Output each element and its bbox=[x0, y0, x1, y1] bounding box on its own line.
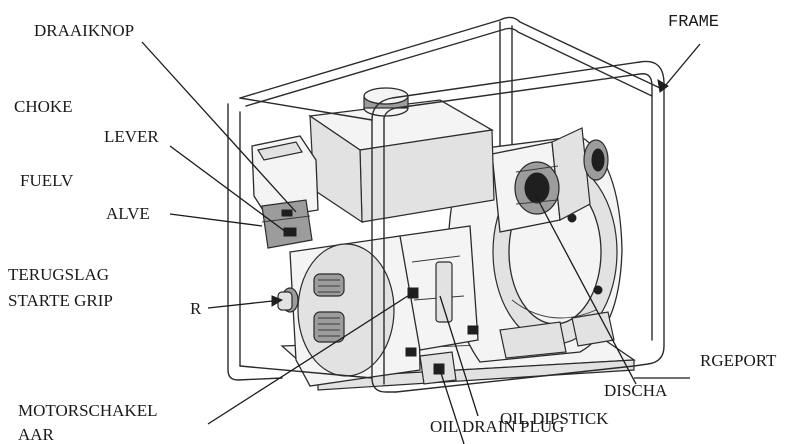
label-starte-grip: STARTE GRIP bbox=[8, 291, 113, 310]
label-fuelv: FUELV bbox=[20, 171, 74, 190]
leader-lever bbox=[169, 145, 287, 233]
leader-oil-drain bbox=[439, 369, 465, 444]
leader-draaiknop bbox=[141, 41, 297, 213]
label-choke: CHOKE bbox=[14, 97, 73, 116]
label-alve: ALVE bbox=[106, 204, 150, 223]
frame-front bbox=[239, 60, 665, 393]
label-aar: AAR bbox=[18, 425, 55, 444]
engine-body bbox=[251, 87, 495, 387]
label-lever: LEVER bbox=[104, 127, 159, 146]
callout-lines bbox=[141, 41, 701, 444]
callout-labels: DRAAIKNOP FRAME CHOKE LEVER FUELV ALVE T… bbox=[8, 13, 777, 444]
leader-alve bbox=[169, 213, 263, 227]
label-r: R bbox=[190, 299, 202, 318]
arrow-starter bbox=[271, 295, 284, 307]
starter-grille bbox=[313, 273, 345, 343]
label-discha: DISCHA bbox=[604, 381, 668, 400]
label-rgeport: RGEPORT bbox=[700, 351, 777, 370]
label-draaiknop: DRAAIKNOP bbox=[34, 21, 134, 40]
starter-grip bbox=[277, 287, 299, 313]
leader-starter bbox=[207, 299, 283, 309]
label-frame: FRAME bbox=[668, 13, 719, 32]
pump-illustration bbox=[227, 16, 665, 393]
label-motorschakel: MOTORSCHAKEL bbox=[18, 401, 157, 420]
leader-oil-dipstick bbox=[439, 295, 479, 417]
frame-rear bbox=[227, 16, 661, 381]
arrow-frame bbox=[657, 79, 669, 93]
label-oil-drain-plug: OIL DRAIN PLUG bbox=[430, 417, 564, 436]
leader-frame bbox=[659, 43, 701, 93]
label-terugslag: TERUGSLAG bbox=[8, 265, 109, 284]
label-oil-dipstick: OIL DIPSTICK bbox=[500, 409, 609, 428]
leader-motorschakel bbox=[207, 291, 415, 425]
leader-discharge bbox=[535, 195, 637, 385]
